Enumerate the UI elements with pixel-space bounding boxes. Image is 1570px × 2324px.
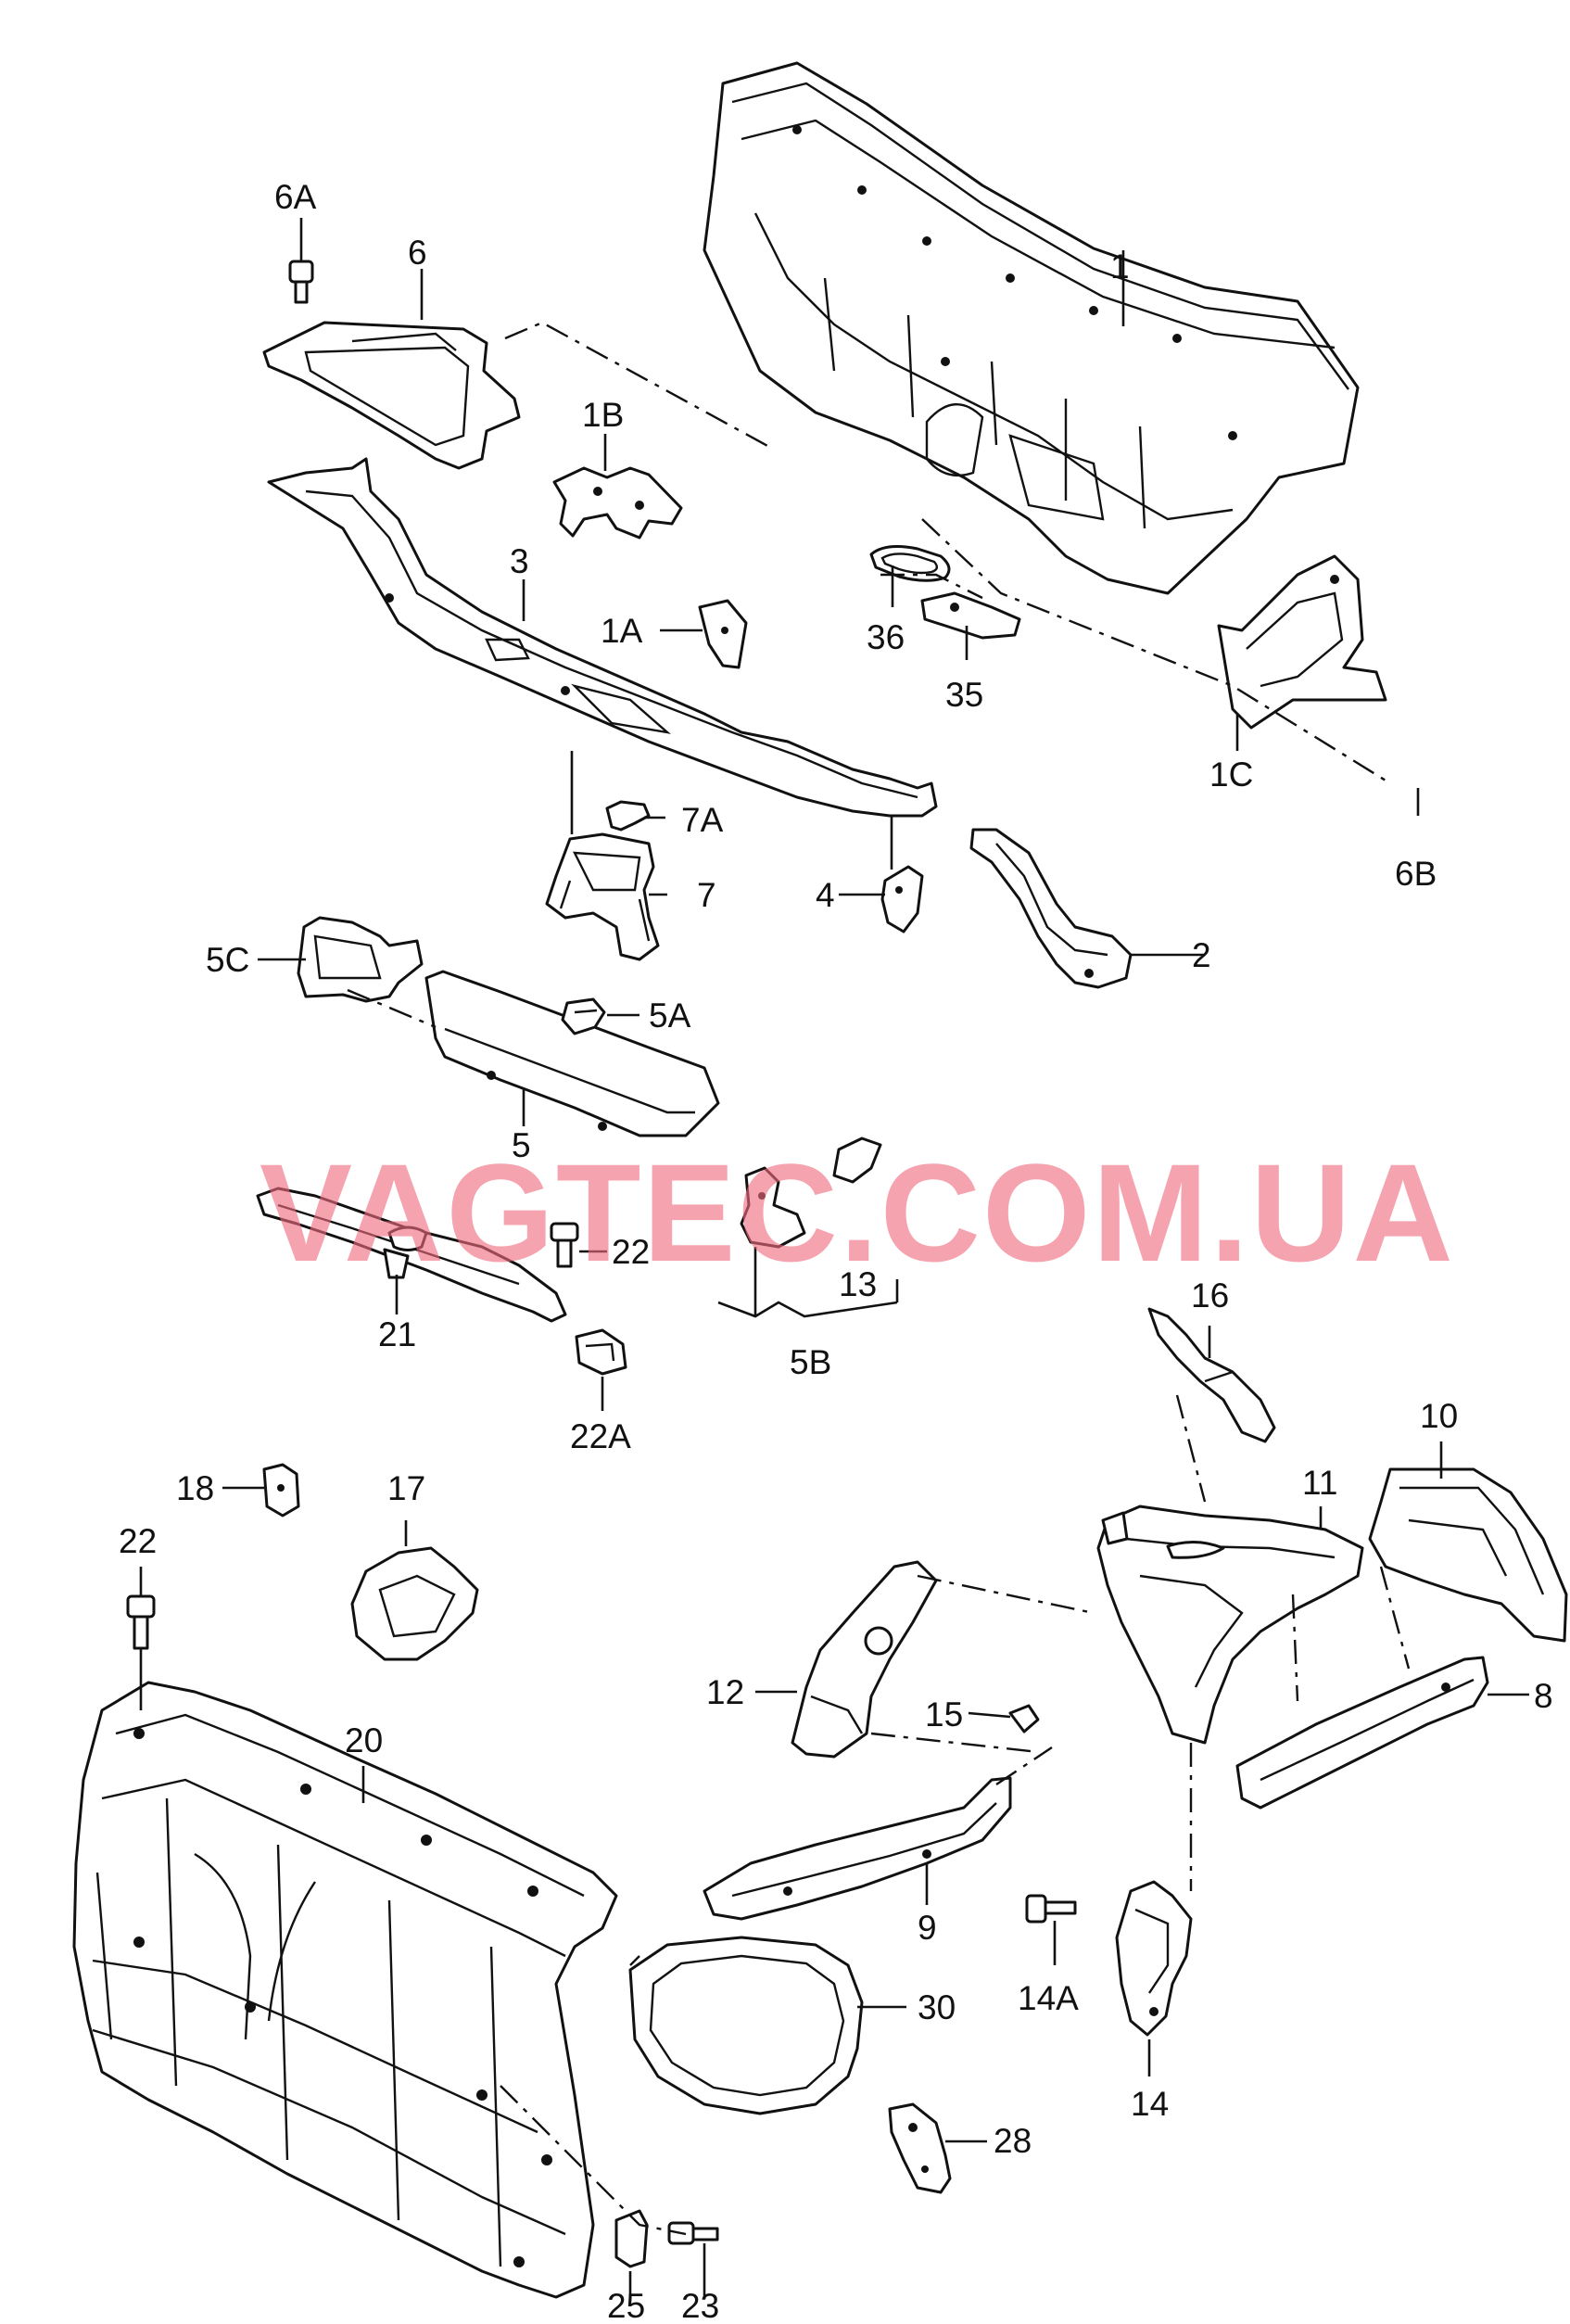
part-9-reinforcement (703, 1776, 1012, 1921)
label-12: 12 (706, 1673, 744, 1711)
label-15: 15 (925, 1695, 963, 1733)
part-5C-bracket (297, 916, 424, 1003)
label-1B: 1B (582, 396, 624, 434)
part-2-bracket (969, 828, 1133, 989)
part-20-front-end-carrier (72, 1681, 618, 2299)
label-5: 5 (512, 1126, 531, 1164)
part-15-clip (1008, 1704, 1040, 1733)
part-5B-bracket (740, 1166, 806, 1249)
part-17-bracket (350, 1546, 479, 1661)
part-6-bracket (262, 321, 521, 470)
label-10: 10 (1420, 1397, 1458, 1435)
part-11-wheel-housing (1096, 1505, 1364, 1745)
callout-labels: 1 6A 6 1B 1A 3 36 35 1C 6B 7A 7 4 2 5C 5… (119, 178, 1553, 2324)
label-23: 23 (681, 2287, 719, 2324)
label-36: 36 (867, 618, 905, 656)
part-10-wheel-arch-liner (1368, 1467, 1568, 1643)
label-5A: 5A (649, 997, 691, 1035)
label-6A: 6A (274, 178, 317, 216)
bolt-23 (667, 2221, 719, 2245)
label-4: 4 (816, 876, 835, 914)
label-17: 17 (387, 1469, 425, 1507)
label-2: 2 (1192, 936, 1211, 974)
label-22A: 22A (570, 1417, 631, 1455)
part-13-bracket (832, 1137, 882, 1184)
bolt-22-left (126, 1594, 156, 1650)
part-1-bulkhead-panel (703, 61, 1360, 595)
label-14A: 14A (1018, 1979, 1079, 2017)
label-22-left: 22 (119, 1522, 157, 1560)
part-7A-clip (605, 800, 651, 832)
part-5-panel (424, 970, 720, 1137)
label-7A: 7A (681, 801, 724, 839)
label-6B: 6B (1395, 855, 1437, 893)
label-13: 13 (839, 1265, 877, 1303)
label-5C: 5C (206, 941, 249, 979)
part-1C-bracket (1217, 554, 1387, 730)
part-25-bracket (614, 2209, 649, 2268)
part-14-bracket (1115, 1880, 1193, 2037)
label-1A: 1A (601, 612, 643, 650)
part-28-bracket (888, 2102, 952, 2194)
label-25: 25 (607, 2287, 645, 2324)
label-21: 21 (378, 1315, 416, 1353)
label-14: 14 (1131, 2085, 1169, 2123)
part-3-cross-member (267, 457, 938, 818)
part-22A-clip (575, 1328, 627, 1376)
part-8-longitudinal-member (1235, 1656, 1489, 1810)
part-30-headlight-frame (628, 1936, 864, 2115)
part-7-bracket (545, 832, 660, 961)
part-18-plate (262, 1463, 300, 1518)
bolt-6A (288, 260, 314, 304)
label-1: 1 (1110, 248, 1130, 286)
part-35-bracket (920, 591, 1021, 640)
label-28: 28 (994, 2122, 1032, 2160)
label-20: 20 (345, 1721, 383, 1759)
part-1B-bracket (552, 466, 683, 540)
part-21-bar (256, 1187, 567, 1323)
leader-lines (139, 218, 1529, 2299)
label-30: 30 (918, 1988, 956, 2026)
label-18: 18 (176, 1469, 214, 1507)
bolt-22-middle (550, 1222, 579, 1268)
part-4-bracket (880, 865, 924, 933)
label-35: 35 (945, 676, 983, 714)
label-16: 16 (1191, 1276, 1229, 1314)
bolt-14A (1025, 1894, 1077, 1924)
label-6: 6 (408, 234, 427, 272)
label-5B: 5B (790, 1343, 831, 1381)
part-5A-clip (561, 997, 606, 1035)
label-7: 7 (697, 876, 716, 914)
part-36-gasket (869, 545, 951, 582)
part-16-strap (1147, 1307, 1276, 1443)
part-1A-bracket (698, 599, 748, 669)
label-11: 11 (1302, 1464, 1337, 1502)
part-12-bracket (791, 1560, 938, 1759)
label-1C: 1C (1209, 756, 1253, 794)
label-8: 8 (1534, 1677, 1553, 1715)
watermark-text: VAGTEC.COM.UA (260, 1135, 1455, 1290)
alignment-lines (347, 321, 1411, 2236)
label-3: 3 (510, 542, 529, 580)
label-22-middle: 22 (612, 1233, 650, 1271)
label-9: 9 (918, 1909, 937, 1947)
